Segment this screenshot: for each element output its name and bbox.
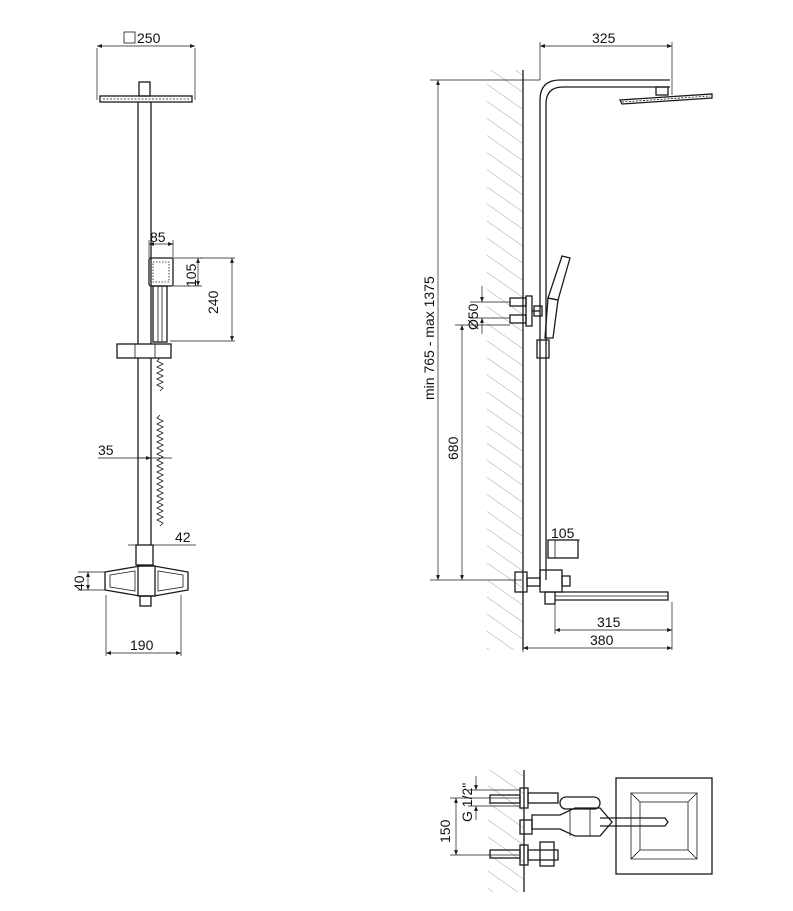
- dim-body-height: 40: [71, 571, 105, 591]
- dim-body-width: 190: [105, 595, 182, 656]
- dim-label-body-width: 190: [130, 637, 154, 653]
- riser-pipe-front: [137, 102, 152, 545]
- wall-top: [488, 770, 525, 892]
- dim-thread: G 1/2": [459, 776, 520, 822]
- dim-label-height-range: min 765 - max 1375: [421, 276, 437, 400]
- shower-head-front: [99, 81, 193, 103]
- dim-hand-height: 105: [173, 257, 202, 287]
- dim-outlet-height: 680: [445, 324, 510, 580]
- slider-holder-front: [116, 343, 172, 359]
- dim-total-depth: 380: [522, 632, 672, 652]
- dim-label-thread: G 1/2": [459, 783, 475, 822]
- dim-label-rail-width: 35: [98, 442, 114, 458]
- dim-height-range: min 765 - max 1375: [421, 79, 540, 581]
- dim-label-body-height: 40: [71, 575, 87, 591]
- dim-label-hand-holder: 240: [205, 290, 221, 314]
- dim-hand-holder: 240: [170, 257, 235, 342]
- dim-body-depth: 105: [548, 525, 580, 541]
- dim-label-spout-length: 315: [597, 614, 621, 630]
- outlet-connector-side: [509, 295, 543, 327]
- dim-label-outlet-height: 680: [445, 436, 461, 460]
- dim-label-head-size: 250: [137, 30, 161, 46]
- dim-label-total-depth: 380: [590, 632, 614, 648]
- hand-shower-front: [148, 257, 174, 343]
- connectors-top: [489, 787, 669, 867]
- dim-label-head-reach: 325: [592, 30, 616, 46]
- front-view: 250 85: [71, 30, 235, 656]
- dim-head-reach: 325: [539, 30, 673, 95]
- square-icon: [123, 31, 136, 44]
- dim-label-rail-base: 42: [175, 529, 191, 545]
- dim-head-size: 250: [96, 30, 196, 100]
- dim-label-hand-width: 85: [150, 229, 166, 245]
- dim-label-hand-height: 105: [183, 263, 199, 287]
- dim-outlet-dia: Ø50: [465, 286, 510, 334]
- wall-side: [487, 70, 524, 650]
- side-view: 325 min 765 - max 1375 Ø50: [421, 30, 713, 652]
- dim-rail-width: 35: [98, 442, 172, 460]
- hand-shower-side: [536, 255, 571, 359]
- connection-view: G 1/2" 150: [437, 770, 713, 892]
- dim-label-outlet-dia: Ø50: [465, 303, 481, 330]
- mixer-side: [514, 539, 669, 605]
- dim-spout-length: 315: [554, 600, 673, 650]
- mixer-body-front: [104, 544, 189, 607]
- hose-front: [156, 357, 164, 527]
- dim-label-centers: 150: [437, 819, 453, 843]
- dim-label-body-depth: 105: [551, 525, 575, 541]
- riser-side: [539, 79, 713, 580]
- dim-centers: 150: [437, 797, 520, 856]
- dim-hand-width: 85: [148, 229, 174, 258]
- shower-head-top: [615, 777, 713, 875]
